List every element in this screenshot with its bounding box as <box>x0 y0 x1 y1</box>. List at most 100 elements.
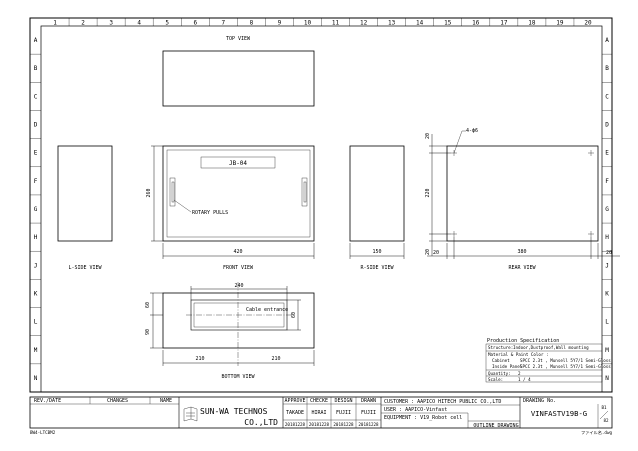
front-view: JB-04 ROTARY PULLS 260 420 FRONT VIEW <box>146 145 315 271</box>
column-label: 19 <box>556 20 564 27</box>
column-label: 12 <box>360 20 368 27</box>
outer-frame <box>29 17 613 393</box>
sheet-number: B1 <box>601 405 607 410</box>
row-label: L <box>34 319 38 326</box>
top-view-outline <box>162 50 315 107</box>
row-label: J <box>605 262 609 269</box>
rotary-leader <box>173 199 192 213</box>
bottom-outline <box>162 292 315 349</box>
row-label: K <box>34 290 38 297</box>
rotary-pull-left <box>169 177 176 207</box>
bottom-depth-dim-a: 60 <box>145 302 151 308</box>
mounting-hole <box>588 231 594 237</box>
row-label: A <box>605 37 609 44</box>
row-label: B <box>34 65 38 72</box>
spec-inside-value: SPCC 2.3t , Munsell 5Y7/1 Semi-Gloss <box>520 364 611 369</box>
row-label: D <box>605 122 609 129</box>
row-label: B <box>605 65 609 72</box>
right-side-view-label: R-SIDE VIEW <box>360 265 394 271</box>
rear-dim-left: 20 <box>433 250 439 256</box>
drawn-header: DRAWN <box>361 398 376 404</box>
row-label: K <box>605 290 609 297</box>
spec-cabinet-value: SPCC 2.3t , Munsell 5Y7/1 Semi-Gloss <box>520 358 611 363</box>
rotary-pull-left-grip <box>171 181 175 203</box>
user-line: USER : AAPICO-Vinfast <box>384 407 447 413</box>
spec-box <box>485 343 603 383</box>
opening-depth-dim: 60 <box>291 312 297 318</box>
nameplate <box>200 156 276 169</box>
column-label: 16 <box>472 20 480 27</box>
right-side-view: 150 R-SIDE VIEW <box>349 145 405 271</box>
name-header: NAME <box>160 398 172 404</box>
front-outer-outline <box>162 145 315 242</box>
spec-inside-label: Inside Panel <box>492 364 523 369</box>
design-name: FUJII <box>336 410 351 416</box>
changes-header: CHANGES <box>107 398 128 404</box>
rotary-pull-right-grip <box>303 181 307 203</box>
spec-quantity-value: 2 <box>518 371 521 376</box>
hole-callout: 4-ϕ6 <box>466 128 478 134</box>
nameplate-text: JB-04 <box>229 160 247 167</box>
drawing-number: VINFASTV19B-G <box>531 409 587 418</box>
rev-date-header: REV./DATE <box>34 398 61 404</box>
left-side-view-label: L-SIDE VIEW <box>68 265 102 271</box>
rotary-pulls-label: ROTARY PULLS <box>192 210 228 216</box>
row-label: E <box>34 150 38 157</box>
checked-date: 20181228 <box>309 422 330 427</box>
approve-date: 20181228 <box>285 422 306 427</box>
front-door-outline <box>166 149 311 238</box>
front-view-label: FRONT VIEW <box>223 265 254 271</box>
drawing-no-label: DRAWING No. <box>523 398 556 404</box>
bottom-depth-dim-b: 90 <box>145 329 151 335</box>
bottom-offset-right-dim: 210 <box>271 356 280 362</box>
rear-view-label: REAR VIEW <box>508 265 536 271</box>
company-suffix: CO.,LTD <box>244 418 278 427</box>
checked-name: HIRAI <box>311 410 326 416</box>
row-label: D <box>34 122 38 129</box>
row-label: A <box>34 37 38 44</box>
production-specification: Production Specification Structure: Indo… <box>485 338 611 383</box>
bottom-view: Cable entrance 240 60 60 90 210 210 BOTT… <box>145 282 315 380</box>
mounting-hole <box>451 231 457 237</box>
column-label: 2 <box>81 20 85 27</box>
column-label: 20 <box>584 20 592 27</box>
rear-outline <box>446 145 599 242</box>
company-name: SUN-WA TECHNOS <box>200 407 268 416</box>
approve-header: APPROVE <box>284 398 305 404</box>
row-label: C <box>34 93 38 100</box>
spec-color-label: Material & Paint Color : <box>488 352 549 357</box>
left-side-outline <box>57 145 113 242</box>
cable-entrance-label: Cable entrance <box>246 307 288 313</box>
row-label: L <box>605 319 609 326</box>
hole-leader <box>453 130 463 154</box>
footer-code: BW4-LTCBM2 <box>30 430 56 435</box>
column-label: 17 <box>500 20 508 27</box>
equipment-line: EQUIPMENT : V19_Robot cell <box>384 415 462 421</box>
front-width-dim: 420 <box>233 249 242 255</box>
row-label: E <box>605 150 609 157</box>
column-label: 4 <box>137 20 141 27</box>
rear-dim-bottom: 20 <box>425 249 431 255</box>
rear-dim-right: 20 <box>606 250 612 256</box>
column-label: 7 <box>222 20 226 27</box>
mounting-hole <box>588 150 594 156</box>
row-label: G <box>34 206 38 213</box>
spec-structure-value: Indoor,Dustproof,Wall mounting <box>513 345 589 350</box>
approve-name: TAKADE <box>286 410 304 416</box>
document-title: OUTLINE DRAWING <box>473 423 518 429</box>
column-label: 8 <box>250 20 254 27</box>
row-label: J <box>34 262 38 269</box>
column-label: 18 <box>528 20 536 27</box>
drawn-date: 20181228 <box>358 422 379 427</box>
row-label: F <box>34 178 38 185</box>
right-depth-dim: 150 <box>372 249 381 255</box>
title-block: REV./DATE CHANGES NAME SUN-WA TECHNOS CO… <box>29 396 613 429</box>
column-label: 11 <box>332 20 340 27</box>
opening-width-dim: 240 <box>234 283 243 289</box>
row-label: F <box>605 178 609 185</box>
row-label: H <box>34 234 38 241</box>
column-label: 15 <box>444 20 452 27</box>
rear-dim-height: 220 <box>425 188 431 197</box>
